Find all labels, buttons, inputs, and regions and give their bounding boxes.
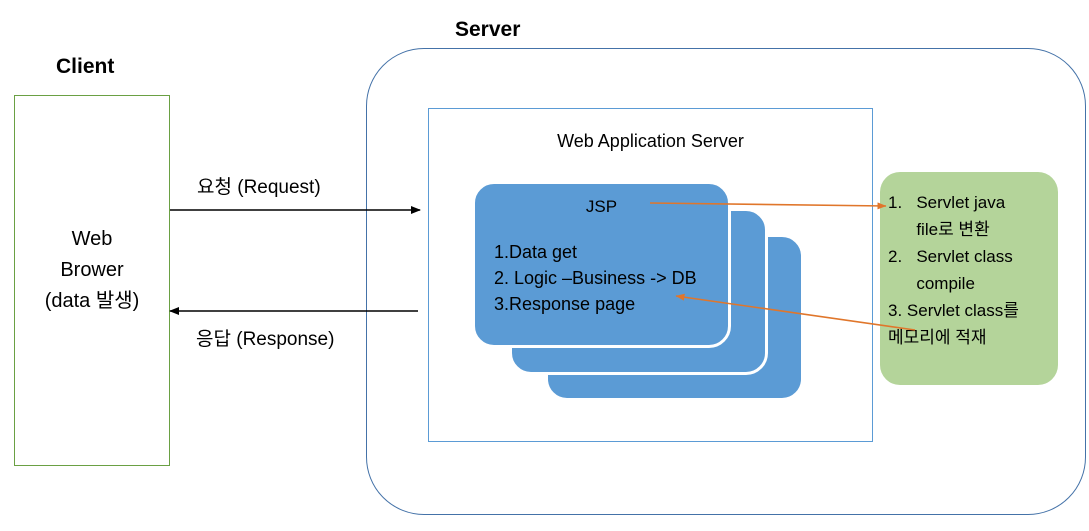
- response-flow-label: 응답 (Response): [196, 329, 335, 350]
- web-application-server-title: Web Application Server: [557, 131, 744, 151]
- server-box: [366, 48, 1086, 515]
- request-flow-label: 요청 (Request): [197, 177, 321, 198]
- server-title: Server: [455, 18, 521, 41]
- jsp-label: JSP: [585, 197, 618, 216]
- client-title: Client: [56, 55, 115, 78]
- client-label-line-1: Web: [71, 228, 113, 250]
- servlet-steps-text: 1. Servlet java file로 변환 2. Servlet clas…: [888, 193, 1019, 347]
- web-application-server-box: Web Application Server: [428, 108, 873, 442]
- client-box-label: Web Brower (data 발생): [15, 224, 169, 317]
- client-box: Web Brower (data 발생): [14, 95, 170, 466]
- jsp-steps-text: 1.Data get 2. Logic –Business -> DB 3.Re…: [494, 242, 697, 314]
- servlet-conversion-box: 1. Servlet java file로 변환 2. Servlet clas…: [880, 172, 1058, 385]
- client-label-line-3: (data 발생): [44, 290, 140, 312]
- client-label-line-2: Brower: [60, 259, 124, 281]
- jsp-card-front: JSP 1.Data get 2. Logic –Business -> DB …: [472, 181, 731, 348]
